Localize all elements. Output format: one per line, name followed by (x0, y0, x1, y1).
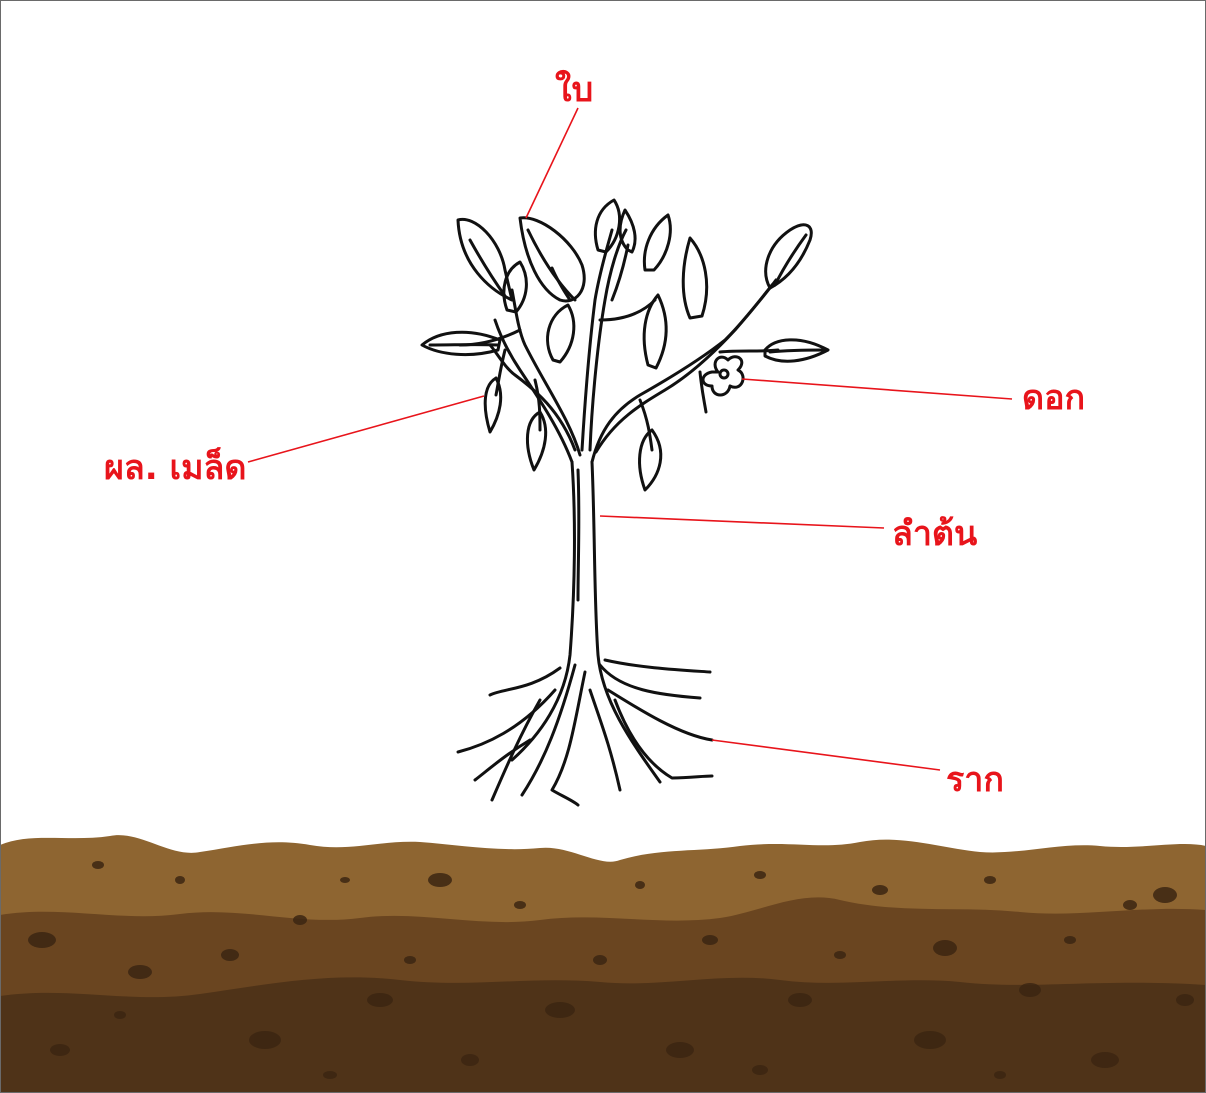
tree-illustration (422, 200, 828, 805)
leader-lines (248, 108, 1012, 770)
leader-line-fruit-seed (248, 396, 484, 462)
label-root: ราก (946, 760, 1004, 800)
branches (460, 230, 778, 462)
leader-line-stem (600, 516, 884, 528)
roots (458, 660, 712, 805)
leader-line-flower (742, 379, 1012, 399)
label-flower: ดอก (1022, 378, 1085, 418)
soil-illustration (0, 835, 1206, 1093)
trunk (512, 462, 660, 782)
leader-line-root (712, 740, 940, 770)
label-fruit-seed: ผล. เมล็ด (104, 448, 246, 488)
label-leaf: ใบ (555, 70, 593, 110)
flower (703, 357, 743, 395)
leader-line-leaf (526, 108, 578, 218)
label-stem: ลำต้น (892, 514, 977, 554)
trunk-inner (578, 470, 579, 600)
